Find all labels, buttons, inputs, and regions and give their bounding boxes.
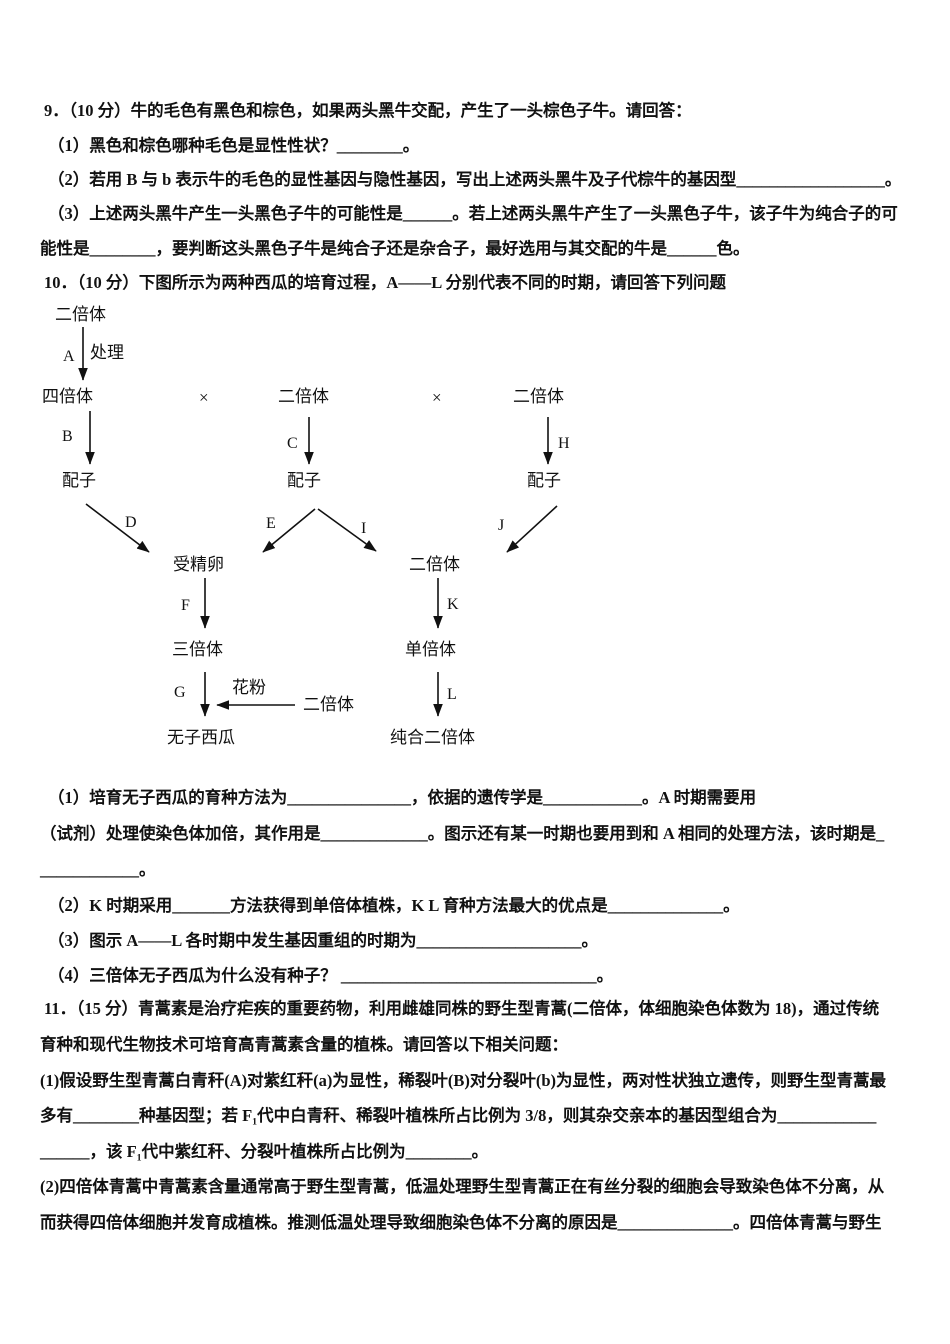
node-gamete-left: 配子 — [62, 471, 96, 490]
q9-sub1: （1）黑色和棕色哪种毛色是显性性状？________。 — [48, 136, 420, 155]
node-gamete-mid: 配子 — [287, 471, 321, 490]
q10-sub1-line2: （试剂）处理使染色体加倍，其作用是_____________。图示还有某一时期也… — [40, 824, 885, 843]
q11-stem-line2: 育种和现代生物技术可培育高青蒿素含量的植株。请回答以下相关问题： — [40, 1035, 568, 1054]
q9-stem: 9．（10 分）牛的毛色有黑色和棕色，如果两头黑牛交配，产生了一头棕色子牛。请回… — [44, 101, 692, 120]
q10-sub1-line3: ____________。 — [40, 860, 156, 879]
diagram-arrows — [78, 327, 558, 717]
edge-label-l: L — [447, 686, 457, 703]
q10-sub3: （3）图示 A——L 各时期中发生基因重组的时期为_______________… — [48, 931, 599, 950]
edge-label-k: K — [447, 596, 459, 613]
edge-label-i: I — [361, 520, 367, 537]
q10-sub1-line1: （1）培育无子西瓜的育种方法为_______________，依据的遗传学是__… — [48, 788, 757, 807]
edge-label-a: A — [63, 348, 75, 365]
node-pollen-label: 花粉 — [232, 678, 266, 697]
q9-sub2: （2）若用 B 与 b 表示牛的毛色的显性基因与隐性基因，写出上述两头黑牛及子代… — [48, 170, 902, 189]
cross-icon-1: × — [199, 388, 209, 407]
node-treatment-label: 处理 — [90, 343, 124, 362]
node-diploid-right: 二倍体 — [513, 387, 564, 406]
node-diploid-pollen: 二倍体 — [303, 695, 354, 714]
edge-label-f: F — [181, 597, 190, 614]
node-homozygous-diploid: 纯合二倍体 — [390, 728, 475, 747]
edge-label-b: B — [62, 428, 73, 445]
node-tetraploid: 四倍体 — [42, 387, 93, 406]
edge-label-e: E — [266, 515, 276, 532]
watermelon-breeding-diagram: 二倍体 处理 四倍体 × 二倍体 × 二倍体 配子 配子 配子 受精卵 二倍体 … — [0, 300, 950, 760]
node-zygote: 受精卵 — [173, 555, 224, 574]
q10-sub4: （4）三倍体无子西瓜为什么没有种子？ _____________________… — [48, 966, 614, 985]
edge-label-c: C — [287, 435, 298, 452]
cross-icon-2: × — [432, 388, 442, 407]
edge-label-h: H — [558, 435, 570, 452]
node-diploid-mid: 二倍体 — [278, 387, 329, 406]
node-triploid: 三倍体 — [172, 640, 223, 659]
q11-sub1-line3: ______，该 F₁代中紫红秆、分裂叶植株所占比例为________。 — [40, 1142, 489, 1161]
node-haploid: 单倍体 — [405, 640, 456, 659]
q11-sub2-line1: (2)四倍体青蒿中青蒿素含量通常高于野生型青蒿，低温处理野生型青蒿正在有丝分裂的… — [40, 1177, 885, 1196]
q10-sub2: （2）K 时期采用_______方法获得到单倍体植株，K L 育种方法最大的优点… — [48, 896, 740, 915]
edge-label-g: G — [174, 684, 186, 701]
node-seedless-watermelon: 无子西瓜 — [167, 728, 235, 747]
edge-label-j: J — [498, 517, 505, 534]
q11-sub1-line2: 多有________种基因型；若 F₁代中白青秆、稀裂叶植株所占比例为 3/8，… — [40, 1106, 877, 1125]
q11-sub1-line1: (1)假设野生型青蒿白青秆(A)对紫红秆(a)为显性，稀裂叶(B)对分裂叶(b)… — [40, 1071, 887, 1090]
q11-sub2-line2: 而获得四倍体细胞并发育成植株。推测低温处理导致细胞染色体不分离的原因是_____… — [40, 1213, 882, 1232]
q11-stem-line1: 11．（15 分）青蒿素是治疗疟疾的重要药物，利用雌雄同株的野生型青蒿(二倍体，… — [44, 999, 880, 1018]
node-diploid-zygote: 二倍体 — [409, 555, 460, 574]
q9-sub3-line2: 能性是________，要判断这头黑色子牛是纯合子还是杂合子，最好选用与其交配的… — [40, 239, 750, 258]
q10-stem: 10．（10 分）下图所示为两种西瓜的培育过程，A——L 分别代表不同的时期，请… — [44, 273, 727, 292]
node-gamete-right: 配子 — [527, 471, 561, 490]
edge-label-d: D — [125, 514, 137, 531]
node-diploid-top: 二倍体 — [55, 305, 106, 324]
q9-sub3-line1: （3）上述两头黑牛产生一头黑色子牛的可能性是______。若上述两头黑牛产生了一… — [48, 204, 898, 223]
